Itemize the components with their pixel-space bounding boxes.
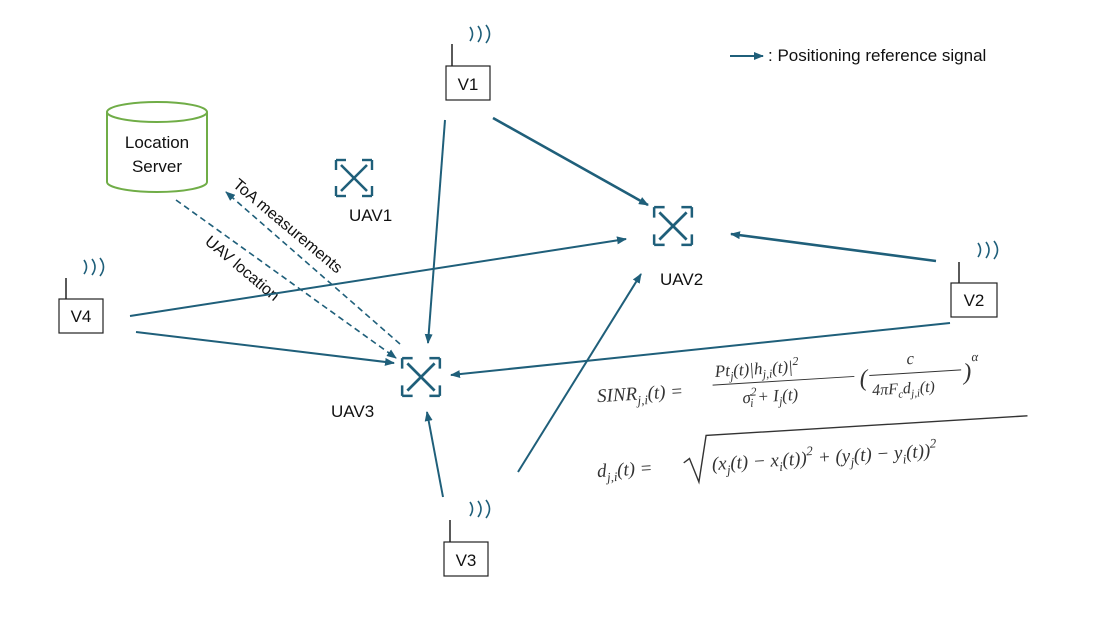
svg-text:c: c	[906, 349, 915, 368]
v3-to-uav3-arrow	[424, 411, 444, 498]
svg-text:(: (	[859, 366, 871, 393]
server-label-line1: Location	[125, 133, 189, 152]
v4-to-uav2-arrow	[129, 236, 627, 317]
server-links: ToA measurements UAV location	[175, 176, 401, 359]
uav2: UAV2	[652, 205, 703, 289]
v4-to-uav3-arrow	[135, 331, 395, 366]
station-v2: V2	[950, 240, 999, 318]
v3-to-uav2-arrow	[517, 273, 642, 473]
legend-text: : Positioning reference signal	[768, 46, 986, 65]
uav3: UAV3	[331, 356, 442, 421]
svg-text:): )	[961, 359, 973, 386]
drone-icon	[400, 356, 442, 398]
v1-to-uav3-arrow	[424, 119, 446, 344]
location-server: Location Server	[106, 101, 208, 193]
uav2-label: UAV2	[660, 270, 703, 289]
svg-text:σ2i + Ij(t): σ2i + Ij(t)	[742, 382, 800, 410]
svg-text:Ptj(t)|hj,i(t)|2: Ptj(t)|hj,i(t)|2	[713, 354, 799, 384]
v1-to-uav2-arrow	[492, 116, 649, 207]
antenna-waves-icon	[469, 499, 491, 519]
svg-text:(xj(t) − xi(t))2 + (yj(t) − yi: (xj(t) − xi(t))2 + (yj(t) − yi(t))2	[711, 435, 938, 478]
antenna-waves-icon	[469, 24, 491, 44]
drone-icon	[652, 205, 694, 247]
uav-location-arrow	[175, 199, 397, 359]
svg-text:α: α	[971, 349, 980, 364]
svg-text:SINRj,i(t) =: SINRj,i(t) =	[596, 381, 683, 410]
svg-text:4πFcdj,i(t): 4πFcdj,i(t)	[872, 379, 936, 403]
sinr-equation: SINRj,i(t) = Ptj(t)|hj,i(t)|2 σ2i + Ij(t…	[596, 349, 980, 410]
station-v4: V4	[58, 257, 105, 334]
legend: : Positioning reference signal	[730, 46, 986, 65]
v2-to-uav2-arrow	[730, 231, 937, 263]
signal-arrows	[129, 116, 951, 498]
uav1: UAV1	[334, 158, 392, 225]
v1-label: V1	[458, 75, 479, 94]
station-v1: V1	[445, 24, 491, 101]
station-v3: V3	[443, 499, 491, 577]
v2-to-uav3-arrow	[450, 322, 951, 379]
uav3-label: UAV3	[331, 402, 374, 421]
drone-icon	[334, 158, 374, 198]
distance-equation: dj,i(t) = (xj(t) − xi(t))2 + (yj(t) − yi…	[596, 415, 1028, 485]
toa-measurements-arrow	[225, 191, 401, 345]
antenna-waves-icon	[977, 240, 999, 260]
sqrt-sign	[683, 415, 1028, 485]
uav1-label: UAV1	[349, 206, 392, 225]
v3-label: V3	[456, 551, 477, 570]
v2-label: V2	[964, 291, 985, 310]
v4-label: V4	[71, 307, 92, 326]
antenna-waves-icon	[83, 257, 105, 277]
database-icon	[106, 112, 208, 193]
server-label-line2: Server	[132, 157, 182, 176]
svg-text:dj,i(t) =: dj,i(t) =	[596, 458, 653, 485]
